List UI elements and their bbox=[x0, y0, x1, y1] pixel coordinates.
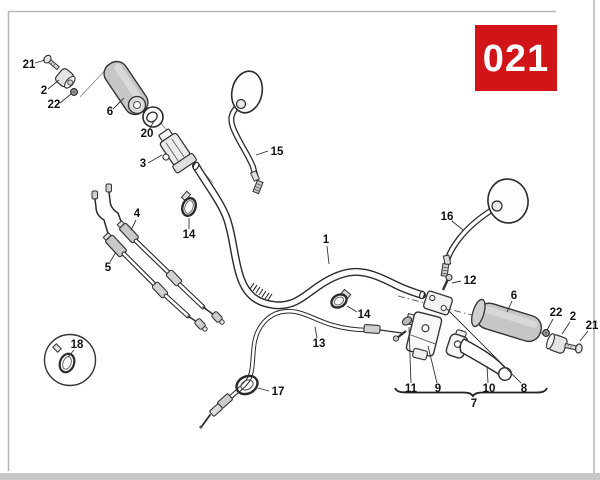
part-label-21-left: 21 bbox=[23, 59, 36, 71]
clamp-right bbox=[330, 288, 352, 309]
badge-number: 021 bbox=[483, 38, 549, 80]
part-label-9: 9 bbox=[435, 383, 441, 395]
handlebar-tube bbox=[192, 161, 426, 310]
part-label-14-left: 14 bbox=[183, 229, 196, 241]
part-label-7: 7 bbox=[471, 398, 477, 410]
clamp-bolt bbox=[441, 273, 453, 291]
right-bar-end-screw bbox=[564, 342, 583, 354]
part-label-20: 20 bbox=[141, 128, 154, 140]
part-label-4: 4 bbox=[134, 208, 141, 220]
part-label-5: 5 bbox=[105, 262, 112, 274]
detail-circle bbox=[43, 333, 97, 387]
handlebar-clamp-top bbox=[422, 290, 454, 316]
perch-plug bbox=[392, 316, 413, 342]
part-label-15: 15 bbox=[271, 146, 284, 158]
left-bar-end-screw bbox=[43, 54, 60, 71]
knurl-pattern bbox=[249, 282, 273, 301]
badge-background bbox=[475, 25, 557, 91]
right-grip bbox=[471, 298, 543, 343]
part-label-3: 3 bbox=[140, 158, 146, 170]
left-mirror bbox=[228, 70, 264, 195]
part-label-17: 17 bbox=[272, 386, 285, 398]
part-label-2-left: 2 bbox=[41, 85, 47, 97]
left-grip bbox=[103, 60, 149, 116]
part-label-16: 16 bbox=[441, 211, 454, 223]
part-label-6-right: 6 bbox=[511, 290, 517, 302]
brake-lever bbox=[445, 329, 513, 382]
group-bracket bbox=[394, 387, 548, 398]
part-label-13: 13 bbox=[313, 338, 326, 350]
part-label-14-right: 14 bbox=[358, 309, 371, 321]
left-bar-end-cap bbox=[54, 68, 76, 89]
left-bar-end-nut bbox=[70, 88, 78, 96]
part-label-11: 11 bbox=[405, 383, 418, 395]
brake-cable bbox=[199, 308, 403, 429]
right-mirror bbox=[440, 178, 529, 277]
right-bar-end-cap bbox=[546, 333, 568, 354]
part-label-8: 8 bbox=[521, 383, 528, 395]
throttle-washer bbox=[142, 106, 164, 128]
throttle-cables bbox=[91, 183, 225, 332]
leader-lines bbox=[34, 59, 589, 392]
part-label-12: 12 bbox=[464, 275, 477, 287]
part-label-18: 18 bbox=[71, 339, 84, 351]
part-label-22-left: 22 bbox=[48, 99, 61, 111]
part-label-22-right: 22 bbox=[550, 307, 563, 319]
part-label-1: 1 bbox=[323, 234, 330, 246]
cable-grommet bbox=[235, 374, 259, 396]
part-label-21-right: 21 bbox=[586, 320, 599, 332]
part-label-2-right: 2 bbox=[570, 311, 576, 323]
part-labels: 21 2 22 6 20 3 15 4 14 5 1 16 12 13 14 1… bbox=[23, 59, 599, 410]
clamp-left bbox=[180, 190, 197, 217]
throttle-housing bbox=[158, 128, 197, 174]
page-number-badge: 021 bbox=[475, 25, 557, 91]
part-label-6-left: 6 bbox=[107, 106, 113, 118]
part-label-10: 10 bbox=[483, 383, 496, 395]
right-bar-end-nut bbox=[542, 329, 550, 337]
